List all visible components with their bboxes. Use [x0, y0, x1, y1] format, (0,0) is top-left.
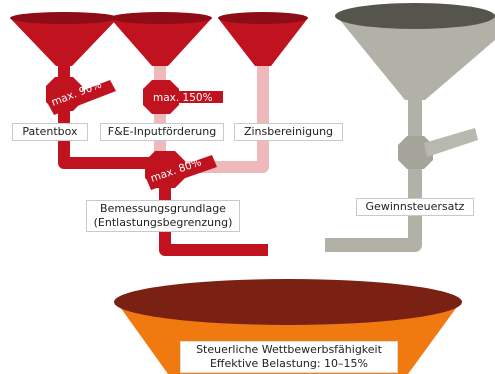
funnel-fe: [110, 12, 212, 66]
valve-fe: max. 150%: [143, 80, 223, 114]
valve-patentbox: max. 90%: [46, 77, 116, 115]
label-patentbox: Patentbox: [12, 123, 88, 141]
cap-fe: max. 150%: [153, 92, 213, 104]
funnel-gewinnsteuersatz: [335, 3, 495, 100]
funnel-zins: [218, 12, 308, 66]
label-zinsbereinigung: Zinsbereinigung: [234, 123, 343, 141]
gray-valve: [398, 128, 478, 169]
valve-base: max. 80%: [145, 151, 217, 190]
label-gewinnsteuersatz: Gewinnsteuersatz: [356, 198, 474, 216]
label-result: Steuerliche Wettbewerbsfähigkeit Effekti…: [180, 341, 398, 373]
gray-pipe: [325, 95, 422, 252]
label-bemessungsgrundlage: Bemessungsgrundlage (Entlastungsbegrenzu…: [86, 200, 240, 232]
pink-pipes: [154, 60, 269, 173]
funnel-patentbox: [10, 12, 118, 66]
label-fe-inputfoerderung: F&E-Inputförderung: [100, 123, 224, 141]
